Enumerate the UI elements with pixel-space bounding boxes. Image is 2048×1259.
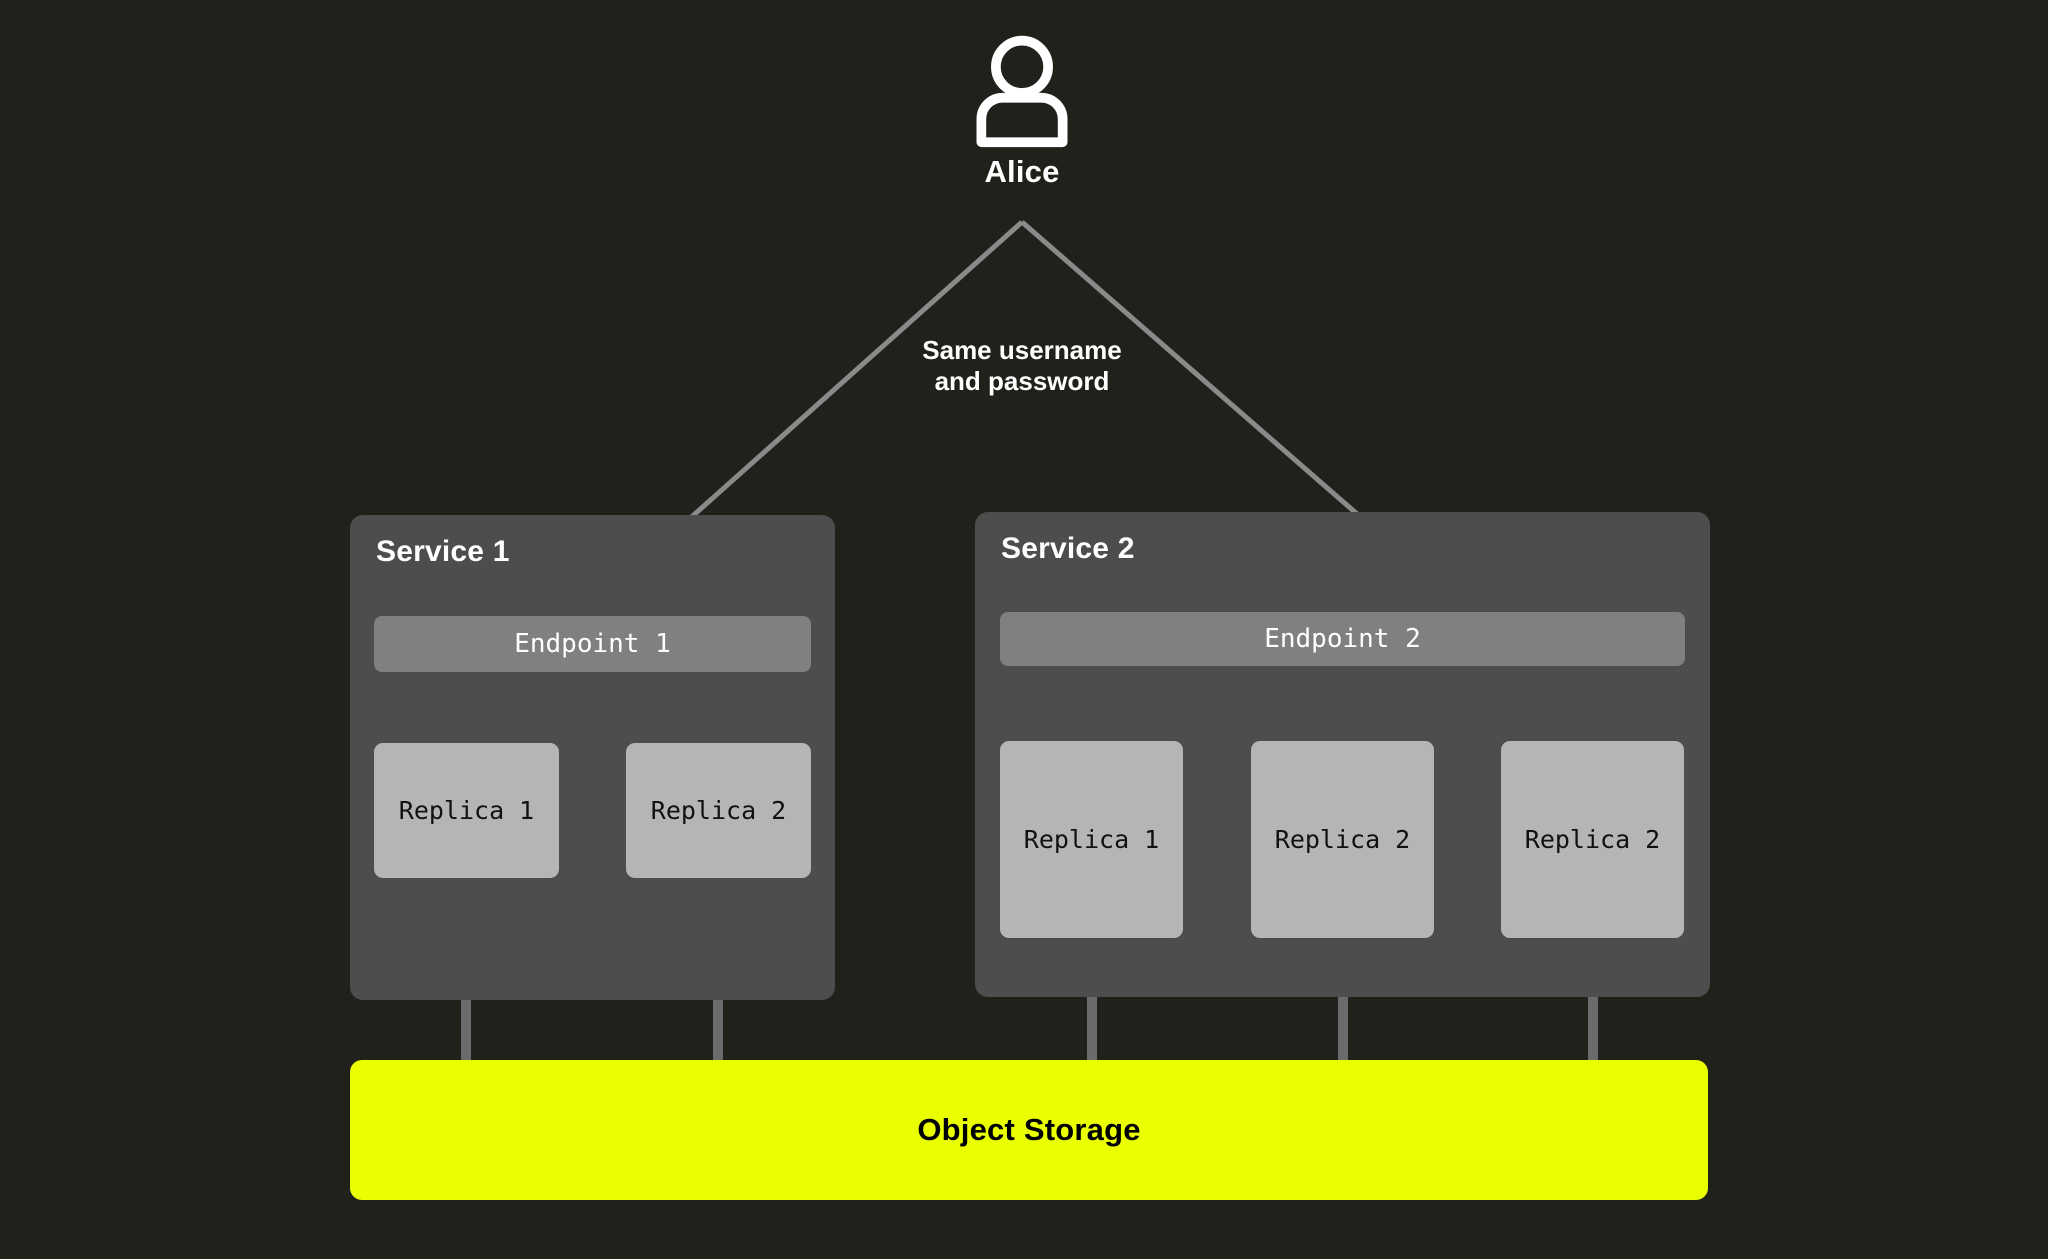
- service-2-replica-2[interactable]: Replica 2: [1251, 741, 1434, 938]
- service-1-replica-2[interactable]: Replica 2: [626, 743, 811, 878]
- service-2-replica-3[interactable]: Replica 2: [1501, 741, 1684, 938]
- service-1-title: Service 1: [376, 535, 510, 568]
- connection-note-line-1: Same username: [922, 335, 1122, 365]
- user-icon: [976, 35, 1068, 148]
- actor-name: Alice: [984, 154, 1060, 189]
- service-2-endpoint[interactable]: Endpoint 2: [1000, 612, 1685, 666]
- connection-note: Same username and password: [822, 335, 1222, 398]
- object-storage-label: Object Storage: [917, 1112, 1141, 1147]
- service-panel-1: Service 1 Endpoint 1 Replica 1 Replica 2: [350, 515, 835, 1000]
- connection-note-line-2: and password: [934, 366, 1110, 397]
- service-1-replica-1[interactable]: Replica 1: [374, 743, 559, 878]
- service-2-replica-1[interactable]: Replica 1: [1000, 741, 1183, 938]
- object-storage-bar[interactable]: Object Storage: [350, 1060, 1708, 1200]
- actor-alice: Alice: [922, 30, 1122, 190]
- service-panel-2: Service 2 Endpoint 2 Replica 1 Replica 2…: [975, 512, 1710, 997]
- service-1-endpoint[interactable]: Endpoint 1: [374, 616, 811, 672]
- service-2-title: Service 2: [1001, 532, 1135, 565]
